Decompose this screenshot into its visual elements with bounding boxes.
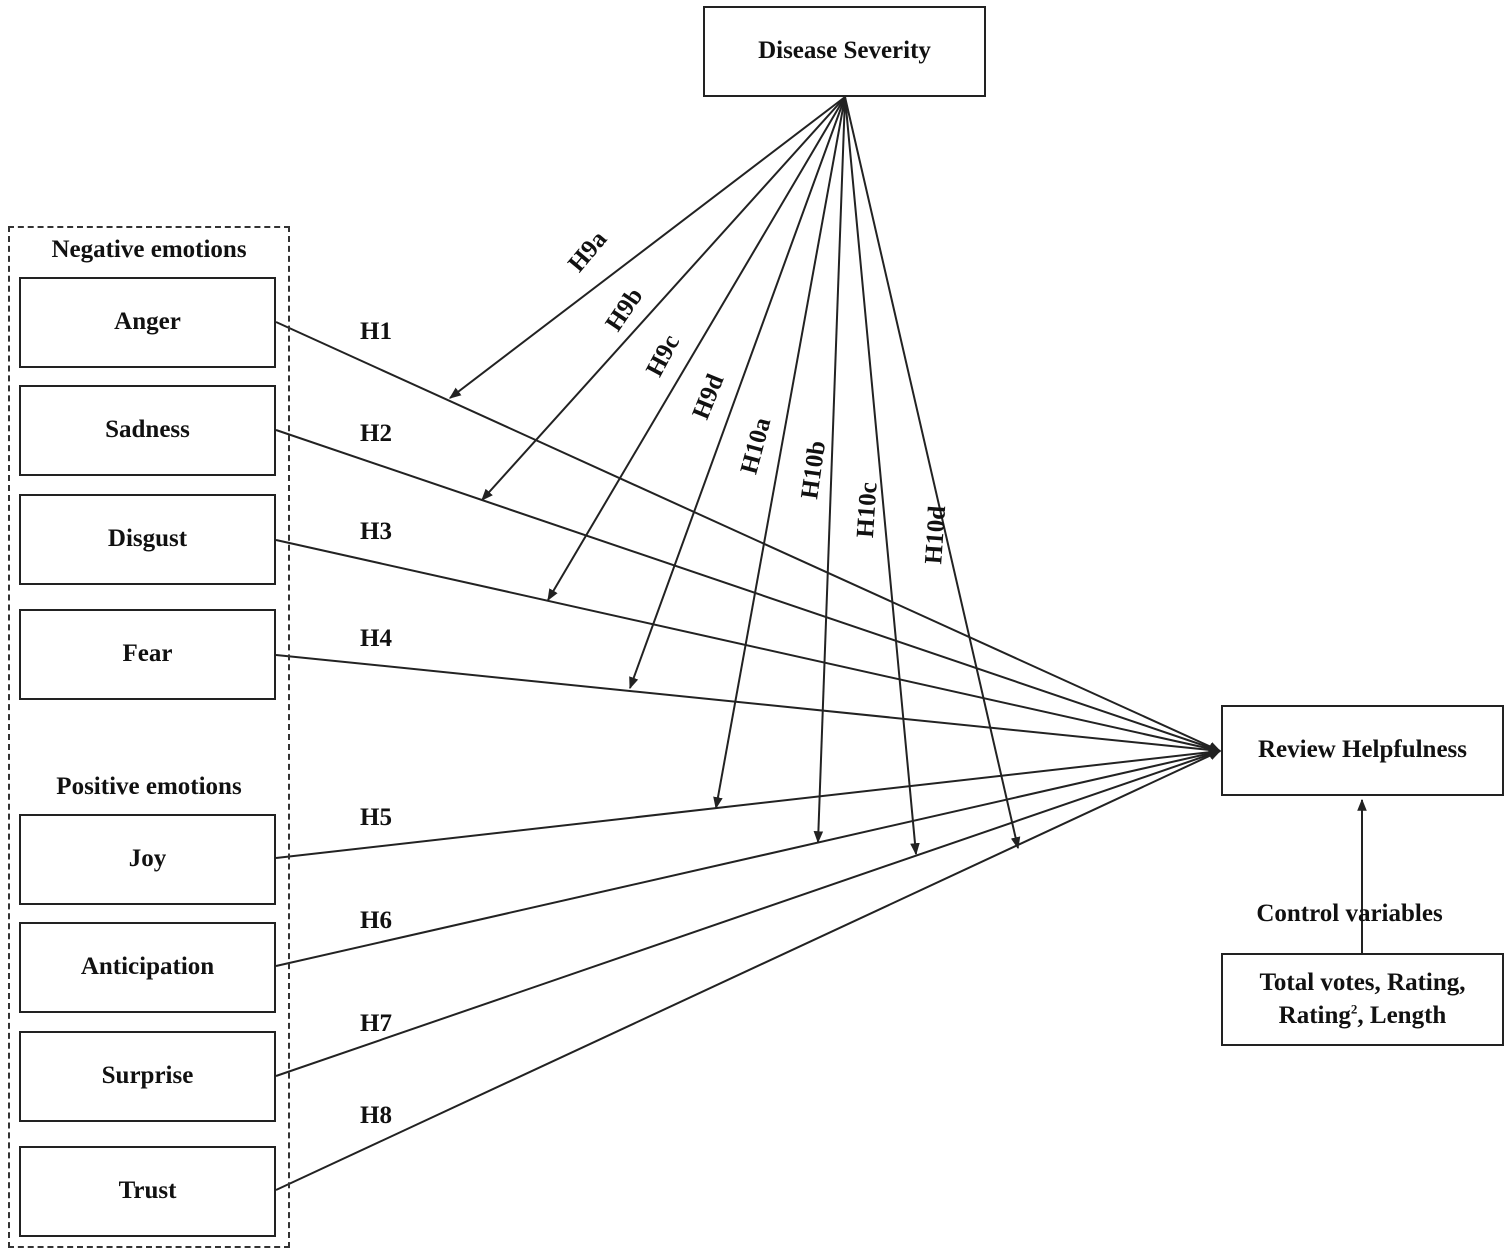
- label-h2: H2: [360, 420, 392, 447]
- disease-severity-box: Disease Severity: [703, 6, 986, 97]
- emotion-label: Sadness: [105, 416, 190, 444]
- emotion-sadness: Sadness: [19, 385, 276, 476]
- emotion-fear: Fear: [19, 609, 276, 700]
- negative-emotions-heading: Negative emotions: [51, 236, 247, 263]
- emotion-label: Joy: [128, 845, 167, 873]
- arrow-h10a: [713, 96, 846, 810]
- label-h7: H7: [360, 1010, 392, 1037]
- arrow-h9c: [547, 96, 846, 602]
- label-h3: H3: [360, 518, 392, 545]
- arrow-h6: [275, 748, 1222, 967]
- control-rating-exponent: 2: [1350, 1001, 1358, 1017]
- emotion-label: Fear: [122, 640, 173, 668]
- emotion-joy: Joy: [19, 814, 276, 905]
- emotion-disgust: Disgust: [19, 494, 276, 585]
- emotion-anger: Anger: [19, 277, 276, 368]
- label-h6: H6: [360, 907, 392, 934]
- control-line-2: Rating2, Length: [1279, 1000, 1447, 1033]
- arrow-h7: [275, 749, 1222, 1077]
- arrow-h8: [275, 750, 1222, 1191]
- direct-effect-arrows: [275, 321, 1222, 1191]
- label-h5: H5: [360, 804, 392, 831]
- emotion-anticipation: Anticipation: [19, 922, 276, 1013]
- arrow-h4: [275, 654, 1222, 755]
- review-helpfulness-box: Review Helpfulness: [1221, 705, 1504, 796]
- arrow-h5: [275, 747, 1222, 859]
- moderation-arrows: [449, 96, 1021, 856]
- control-rating: Rating: [1278, 1001, 1351, 1029]
- label-h1: H1: [360, 318, 392, 345]
- arrow-h3: [275, 539, 1222, 754]
- control-variables-box: Total votes, Rating, Rating2, Length: [1221, 953, 1504, 1046]
- label-h4: H4: [360, 625, 392, 652]
- label-h8: H8: [360, 1102, 392, 1129]
- arrow-h10c: [844, 96, 920, 856]
- control-line-1: Total votes, Rating,: [1259, 969, 1466, 996]
- emotion-label: Anger: [114, 308, 181, 336]
- arrow-h9b: [481, 96, 846, 501]
- review-helpfulness-label: Review Helpfulness: [1257, 736, 1468, 764]
- arrow-h2: [275, 429, 1222, 753]
- arrow-h9a: [449, 96, 846, 399]
- emotion-label: Anticipation: [80, 953, 215, 981]
- positive-emotions-heading: Positive emotions: [56, 773, 242, 800]
- control-variables-heading: Control variables: [1256, 900, 1443, 927]
- emotion-label: Trust: [118, 1177, 177, 1205]
- emotion-surprise: Surprise: [19, 1031, 276, 1122]
- arrow-h9d: [629, 96, 846, 690]
- arrow-h1: [275, 321, 1222, 752]
- emotion-trust: Trust: [19, 1146, 276, 1237]
- control-length: , Length: [1357, 1001, 1447, 1029]
- label-h10c: H10c: [851, 481, 883, 539]
- emotion-label: Disgust: [107, 525, 188, 553]
- arrow-h10b: [813, 96, 846, 844]
- emotions-group: [8, 226, 290, 1248]
- disease-severity-label: Disease Severity: [758, 37, 931, 65]
- emotion-label: Surprise: [101, 1062, 194, 1090]
- label-h10d: H10d: [920, 504, 952, 566]
- arrow-h10d: [844, 96, 1021, 850]
